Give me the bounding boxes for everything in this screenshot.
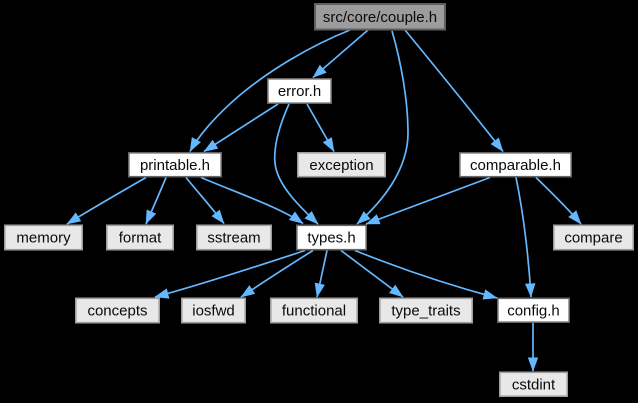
svg-text:memory: memory [16, 230, 71, 247]
svg-text:sstream: sstream [207, 230, 260, 247]
svg-text:error.h: error.h [278, 83, 321, 100]
svg-text:format: format [119, 230, 162, 247]
svg-text:type_traits: type_traits [391, 303, 460, 320]
svg-text:concepts: concepts [87, 303, 147, 320]
svg-text:config.h: config.h [507, 302, 560, 319]
svg-text:printable.h: printable.h [140, 157, 210, 174]
svg-text:iosfwd: iosfwd [192, 303, 235, 320]
svg-text:comparable.h: comparable.h [470, 157, 561, 174]
svg-text:types.h: types.h [307, 230, 355, 247]
svg-text:src/core/couple.h: src/core/couple.h [323, 9, 437, 26]
svg-text:functional: functional [282, 303, 346, 320]
svg-text:cstdint: cstdint [512, 376, 556, 393]
svg-text:compare: compare [564, 230, 622, 247]
svg-text:exception: exception [309, 157, 373, 174]
